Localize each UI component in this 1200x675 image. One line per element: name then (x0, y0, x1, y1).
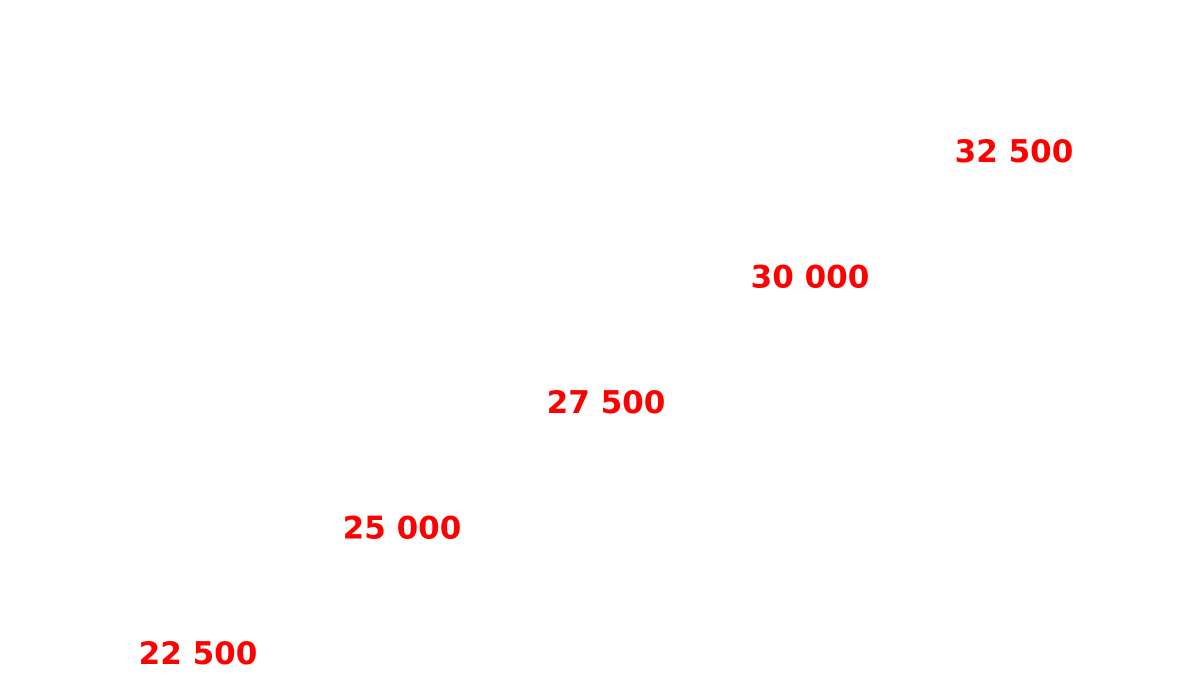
data-label-1: 25 000 (343, 511, 462, 547)
data-labels-layer: 22 500 25 000 27 500 30 000 32 500 (139, 134, 1074, 672)
data-label-3: 30 000 (751, 260, 870, 296)
data-label-0: 22 500 (139, 636, 258, 672)
data-label-4: 32 500 (955, 134, 1074, 170)
data-label-2: 27 500 (547, 385, 666, 421)
